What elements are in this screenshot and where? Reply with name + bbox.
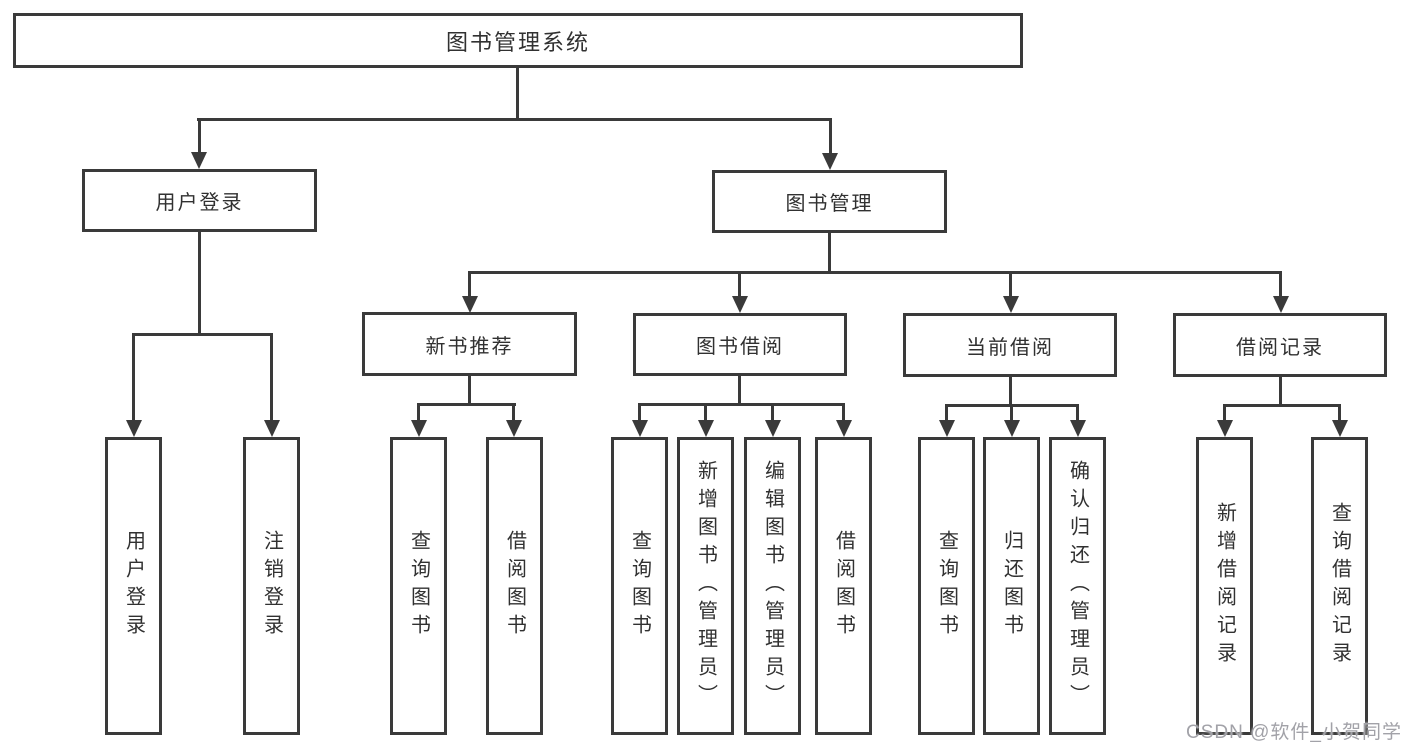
node-label: 图书管理系统 [445, 29, 590, 55]
connector-line [738, 271, 741, 296]
node-label: 图书管理 [785, 193, 874, 215]
leaf-add-book-admin: 新增图书（管理员） [677, 437, 734, 735]
node-new-book-recommend: 新书推荐 [362, 312, 577, 376]
connector-line [638, 403, 641, 420]
leaf-user-login: 用户登录 [105, 437, 162, 735]
connector-line [468, 271, 1282, 274]
connector-line [1279, 377, 1282, 406]
leaf-label: 查询借阅记录 [1328, 502, 1351, 670]
arrow-head [1003, 296, 1019, 313]
connector-line [1076, 404, 1079, 420]
leaf-label: 查询图书 [407, 530, 430, 642]
connector-line [828, 233, 831, 273]
leaf-label: 归还图书 [1000, 530, 1023, 642]
arrow-head [732, 296, 748, 313]
leaf-borrow-book-1: 借阅图书 [486, 437, 543, 735]
arrow-head [765, 420, 781, 437]
node-label: 用户登录 [155, 192, 244, 214]
node-label: 新书推荐 [425, 335, 514, 358]
arrow-head [126, 420, 142, 437]
connector-line [738, 376, 741, 405]
arrow-head [1004, 420, 1020, 437]
leaf-label: 编辑图书（管理员） [761, 460, 784, 712]
arrow-head [836, 420, 852, 437]
arrow-head [462, 296, 478, 313]
connector-line [1279, 271, 1282, 296]
leaf-label: 查询图书 [935, 530, 958, 642]
arrow-head [698, 420, 714, 437]
arrow-head [411, 420, 427, 437]
leaf-return-book: 归还图书 [983, 437, 1040, 735]
arrow-head [1332, 420, 1348, 437]
leaf-label: 借阅图书 [503, 530, 526, 642]
node-system-root: 图书管理系统 [13, 13, 1023, 68]
leaf-label: 查询图书 [628, 530, 651, 642]
node-user-login: 用户登录 [82, 169, 317, 232]
connector-line [1223, 404, 1341, 407]
connector-line [1338, 404, 1341, 420]
node-borrow-record: 借阅记录 [1173, 313, 1387, 377]
connector-line [270, 333, 273, 420]
arrow-head [1070, 420, 1086, 437]
connector-line [197, 118, 831, 121]
connector-line [468, 376, 471, 405]
leaf-query-book-3: 查询图书 [918, 437, 975, 735]
leaf-label: 确认归还（管理员） [1066, 460, 1089, 712]
node-label: 当前借阅 [966, 336, 1054, 359]
leaf-add-borrow-record: 新增借阅记录 [1196, 437, 1253, 735]
connector-line [945, 404, 948, 420]
connector-line [516, 68, 519, 120]
connector-line [638, 403, 845, 406]
connector-line [1009, 377, 1012, 406]
leaf-logout: 注销登录 [243, 437, 300, 735]
arrow-head [506, 420, 522, 437]
arrow-head [822, 153, 838, 170]
connector-line [1010, 404, 1013, 420]
connector-line [198, 232, 201, 335]
leaf-label: 注销登录 [260, 530, 283, 642]
connector-line [132, 333, 273, 336]
leaf-label: 用户登录 [122, 530, 145, 642]
node-label: 图书借阅 [696, 336, 784, 358]
leaf-label: 新增借阅记录 [1213, 502, 1236, 670]
connector-line [468, 271, 471, 296]
connector-line [1223, 404, 1226, 420]
leaf-label: 借阅图书 [832, 530, 855, 642]
connector-line [771, 403, 774, 420]
connector-line [132, 333, 135, 420]
leaf-query-book-2: 查询图书 [611, 437, 668, 735]
arrow-head [939, 420, 955, 437]
node-label: 借阅记录 [1236, 336, 1324, 359]
arrow-head [632, 420, 648, 437]
leaf-query-book-1: 查询图书 [390, 437, 447, 735]
leaf-query-borrow-record: 查询借阅记录 [1311, 437, 1368, 735]
arrow-head [1217, 420, 1233, 437]
connector-line [829, 118, 832, 153]
leaf-edit-book-admin: 编辑图书（管理员） [744, 437, 801, 735]
leaf-borrow-book-2: 借阅图书 [815, 437, 872, 735]
connector-line [198, 118, 201, 152]
connector-line [704, 403, 707, 420]
leaf-label: 新增图书（管理员） [694, 460, 717, 712]
connector-line [512, 403, 515, 420]
node-current-borrow: 当前借阅 [903, 313, 1117, 377]
connector-line [1009, 271, 1012, 296]
connector-line [417, 403, 420, 420]
arrow-head [191, 152, 207, 169]
connector-line [842, 403, 845, 420]
leaf-confirm-return-admin: 确认归还（管理员） [1049, 437, 1106, 735]
arrow-head [1273, 296, 1289, 313]
node-book-management: 图书管理 [712, 170, 947, 233]
csdn-watermark: CSDN @软件_小贺同学 [1186, 722, 1402, 743]
connector-line [417, 403, 516, 406]
node-book-borrow: 图书借阅 [633, 313, 847, 376]
arrow-head [264, 420, 280, 437]
